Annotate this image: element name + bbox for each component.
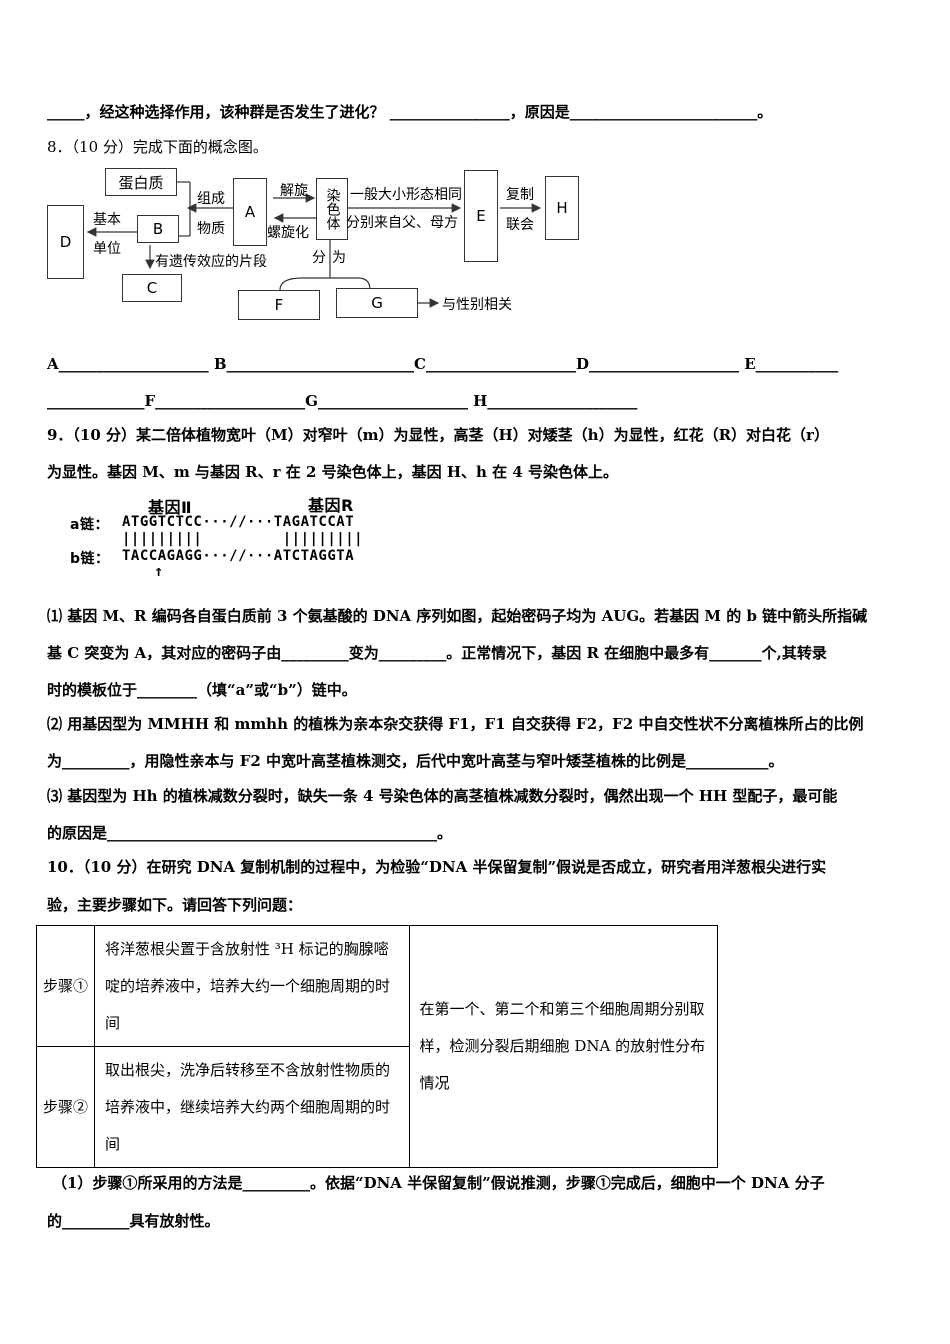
synapsis-label: 联会 [506,217,534,233]
q9-part1-a: ⑴ 基因 M、R 编码各自蛋白质前 3 个氨基酸的 DNA 序列如图，起始密码子… [47,607,868,625]
q9-heading-2: 为显性。基因 M、m 与基因 R、r 在 2 号染色体上，基因 H、h 在 4 … [47,463,619,481]
observation-text: 在第一个、第二个和第三个细胞周期分别取样，检测分裂后期细胞 DNA 的放射性分布… [408,925,719,1168]
chromosome-box: 染色体 [316,178,348,240]
dna-figure: 基因Ⅱ 基因R a链： ATGGTCTCC···//···TAGATCCAT |… [70,492,410,587]
b-chain-sequence: TACCAGAGG···//···ATCTAGGTA [122,548,355,564]
gene-m-label: 基因Ⅱ [148,498,193,517]
unwind-label: 解旋 [280,183,308,199]
protein-box: 蛋白质 [105,168,177,196]
q7-tail-line: _____，经这种选择作用，该种群是否发生了进化？ ______________… [47,103,773,121]
concept-map-arrows [86,181,542,308]
spiral-label: 螺旋化 [267,225,309,241]
box-B: B [137,215,179,243]
box-C: C [122,274,182,302]
q8-answer-row-2: _____________F____________________G_____… [47,392,638,410]
concept-map: 蛋白质 B D C A 染色体 E H F G 组成 物质 基本 单位 解旋 螺… [40,160,600,330]
q9-part3-b: 的原因是____________________________________… [47,824,453,842]
box-D: D [47,205,84,279]
step1-label: 步骤① [35,925,96,1047]
chromosome-label: 染色体 [324,188,341,230]
q9-part3-a: ⑶ 基因型为 Hh 的植株减数分裂时，缺失一条 4 号染色体的高茎植株减数分裂时… [47,787,838,805]
box-G: G [336,288,418,318]
box-A: A [233,178,267,246]
sex-related-label: 与性别相关 [442,297,512,313]
basic-label: 基本 [93,212,121,228]
base-pair-bars: ||||||||| ||||||||| [122,531,364,547]
q9-part1-c: 时的模板位于________（填“a”或“b”）链中。 [47,681,357,699]
same-shape-label: 一般大小形态相同 [350,187,462,203]
replicate-label: 复制 [506,187,534,203]
box-F: F [238,290,320,320]
a-chain-sequence: ATGGTCTCC···//···TAGATCCAT [122,514,355,530]
compose-label: 组成 [197,191,225,207]
q10-heading-1: 10．（10 分）在研究 DNA 复制机制的过程中，为检验“DNA 半保留复制”… [47,858,827,876]
q10-answer-1: （1）步骤①所采用的方法是_________。依据“DNA 半保留复制”假说推测… [52,1174,825,1192]
step2-label: 步骤② [35,1046,96,1168]
q10-answer-2: 的_________具有放射性。 [47,1212,220,1230]
q9-heading-1: 9．（10 分）某二倍体植物宽叶（M）对窄叶（m）为显性，高茎（H）对矮茎（h）… [47,426,829,444]
box-H: H [545,176,579,240]
box-E: E [464,170,498,262]
step1-text: 将洋葱根尖置于含放射性 ³H 标记的胸腺嘧啶的培养液中，培养大约一个细胞周期的时… [94,925,410,1047]
b-chain-label: b链： [70,551,110,567]
from-parents-label: 分别来自父、母方 [346,215,458,231]
divide-into-label: 分为 [312,250,352,266]
q9-part2-a: ⑵ 用基因型为 MMHH 和 mmhh 的植株为亲本杂交获得 F1，F1 自交获… [47,715,864,733]
q9-part2-b: 为_________，用隐性亲本与 F2 中宽叶高茎植株测交，后代中宽叶高茎与窄… [47,752,784,770]
q8-answer-row-1: A____________________ B_________________… [47,355,839,373]
step2-text: 取出根尖，洗净后转移至不含放射性物质的培养液中，继续培养大约两个细胞周期的时间 [94,1046,410,1168]
q9-part1-b: 基 C 突变为 A，其对应的密码子由_________变为_________。正… [47,644,827,662]
mutation-arrow: ↑ [154,562,164,580]
unit-label: 单位 [93,241,121,257]
substance-label: 物质 [197,221,225,237]
table-row: 步骤① 将洋葱根尖置于含放射性 ³H 标记的胸腺嘧啶的培养液中，培养大约一个细胞… [35,925,719,1168]
q8-heading: 8．（10 分）完成下面的概念图。 [47,138,268,156]
q10-heading-2: 验，主要步骤如下。请回答下列问题： [47,896,303,914]
a-chain-label: a链： [70,517,109,533]
gene-r-label: 基因R [308,496,354,515]
steps-table: 步骤① 将洋葱根尖置于含放射性 ³H 标记的胸腺嘧啶的培养液中，培养大约一个细胞… [35,925,719,1168]
table-row: 步骤② 取出根尖，洗净后转移至不含放射性物质的培养液中，继续培养大约两个细胞周期… [35,1046,718,1168]
effect-segment-label: 有遗传效应的片段 [155,254,267,270]
